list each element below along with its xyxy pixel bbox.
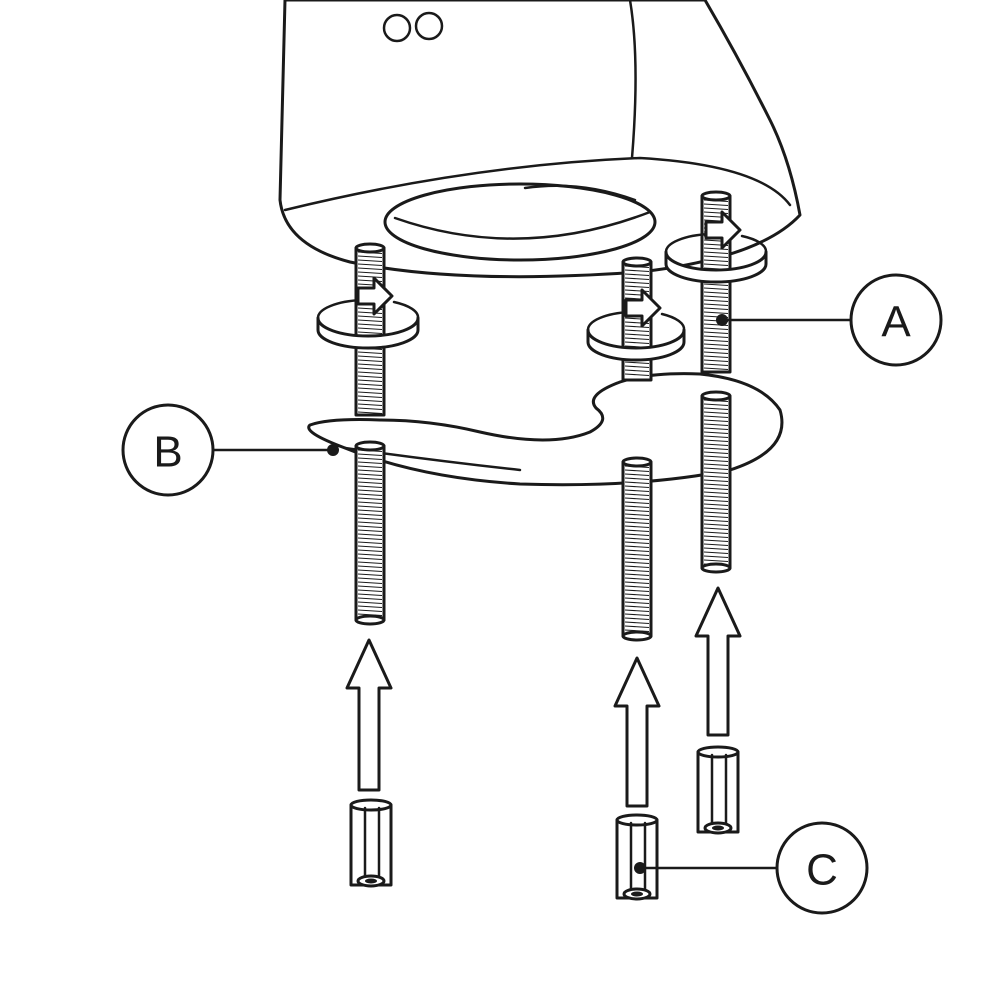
hex-nut xyxy=(615,813,659,901)
callout-a-dot xyxy=(716,314,728,326)
rotate-arrow-icon xyxy=(586,288,686,362)
callout-a-letter: A xyxy=(881,298,911,347)
faucet-hole-icon xyxy=(414,11,444,41)
push-up-arrow-icon xyxy=(345,638,393,792)
threaded-rod xyxy=(354,242,386,626)
rotate-arrow-icon xyxy=(664,210,768,284)
hex-nuts xyxy=(349,745,740,901)
callout-c-circle xyxy=(775,821,869,915)
push-up-arrow-icon xyxy=(694,586,742,737)
faucet-hole-icon xyxy=(382,13,412,43)
push-up-arrow-icon xyxy=(613,656,661,808)
callout-b-dot xyxy=(327,444,339,456)
rotation-arrows xyxy=(316,210,768,362)
threaded-rod xyxy=(621,256,653,642)
push-arrows xyxy=(345,586,742,808)
callout-b-letter: B xyxy=(153,428,182,477)
callout-c-dot xyxy=(634,862,646,874)
callout-a-circle xyxy=(849,273,943,367)
callout-b-circle xyxy=(121,403,215,497)
callout-a: A xyxy=(716,273,943,367)
rotate-arrow-icon xyxy=(316,276,420,350)
hex-nut xyxy=(696,745,740,835)
callout-c: C xyxy=(634,821,869,915)
callout-c-letter: C xyxy=(806,846,838,895)
hex-nut xyxy=(349,798,393,888)
faucet-body xyxy=(278,0,802,279)
callout-b: B xyxy=(121,403,339,497)
